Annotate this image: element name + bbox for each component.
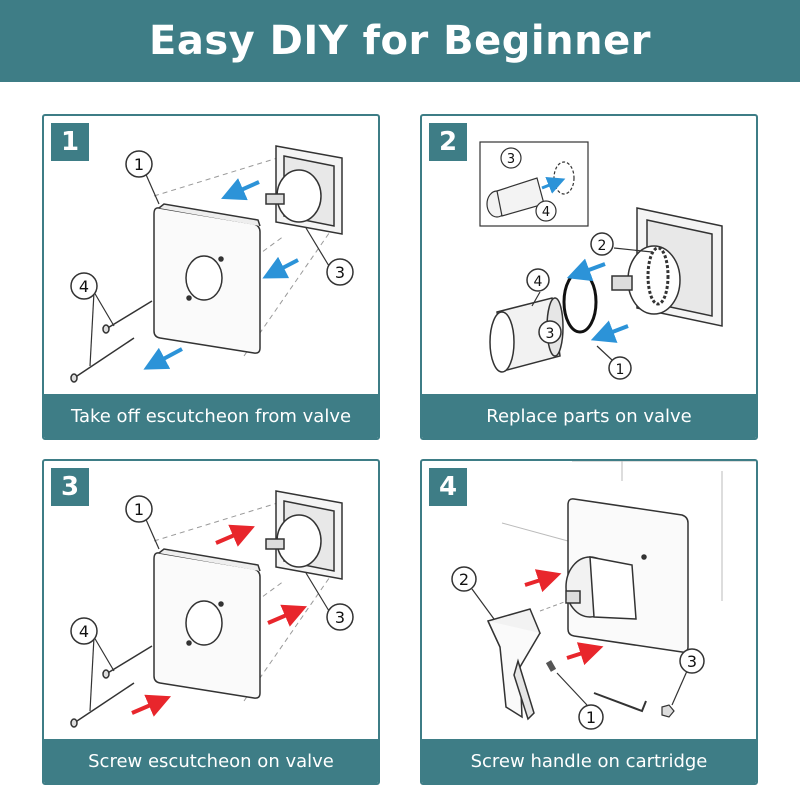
step-number-badge: 4: [429, 468, 467, 506]
step-number-badge: 3: [51, 468, 89, 506]
step-3-illustration: 1 3 4: [70, 490, 354, 728]
svg-text:2: 2: [598, 238, 607, 254]
valve-box: [265, 490, 343, 580]
svg-text:4: 4: [542, 205, 550, 220]
callout-3: 3: [305, 227, 354, 286]
step-caption: Replace parts on valve: [422, 394, 756, 438]
callout-2: 2: [451, 566, 495, 620]
callout-1: 1: [125, 495, 160, 550]
step-caption: Take off escutcheon from valve: [44, 394, 378, 438]
step-number-badge: 2: [429, 123, 467, 161]
screws: [70, 645, 153, 728]
callout-1: 1: [556, 672, 604, 730]
callout-3: 3: [538, 320, 562, 344]
step-2-illustration: 3 4 2: [479, 141, 723, 380]
svg-text:1: 1: [586, 708, 596, 727]
svg-text:1: 1: [134, 500, 144, 519]
step-panel-3: 3: [42, 459, 380, 785]
callout-3: 3: [671, 648, 705, 706]
step-number-badge: 1: [51, 123, 89, 161]
svg-text:4: 4: [79, 622, 89, 641]
step-caption: Screw handle on cartridge: [422, 739, 756, 783]
step-caption: Screw escutcheon on valve: [44, 739, 378, 783]
callout-1: 1: [125, 150, 160, 205]
escutcheon-plate: [153, 548, 261, 699]
svg-text:1: 1: [134, 155, 144, 174]
callout-4: 4: [70, 272, 115, 367]
screws: [70, 300, 153, 383]
callout-3: 3: [305, 572, 354, 631]
svg-text:3: 3: [335, 608, 345, 627]
valve-box: [265, 145, 343, 235]
cartridge-stem: [565, 556, 637, 620]
svg-text:3: 3: [507, 152, 515, 167]
install-arrows: [524, 569, 604, 666]
callout-4: 4: [526, 268, 550, 307]
hex-nut: [661, 704, 675, 718]
step-panel-1: 1: [42, 114, 380, 440]
page-title: Easy DIY for Beginner: [149, 18, 651, 64]
valve-box: [611, 207, 723, 327]
install-arrows: [131, 524, 308, 717]
step-4-illustration: 2 3 1: [451, 461, 756, 730]
replace-arrows: [566, 258, 629, 343]
step-1-illustration: 1 3 4: [70, 145, 354, 383]
svg-text:4: 4: [79, 277, 89, 296]
wall-background: [501, 461, 756, 601]
inset-detail-box: 3 4: [479, 141, 589, 227]
escutcheon-plate: [153, 203, 261, 354]
svg-text:4: 4: [534, 274, 543, 290]
svg-text:1: 1: [616, 362, 625, 378]
step-panel-4: 4: [420, 459, 758, 785]
o-ring: [562, 270, 598, 334]
callout-1: 1: [596, 345, 632, 380]
svg-text:3: 3: [335, 263, 345, 282]
svg-text:3: 3: [687, 652, 697, 671]
lever-handle: [486, 608, 541, 721]
callout-4: 4: [70, 617, 115, 712]
allen-key: [593, 692, 647, 713]
svg-text:3: 3: [546, 326, 555, 342]
svg-text:2: 2: [459, 570, 469, 589]
header-banner: Easy DIY for Beginner: [0, 0, 800, 82]
callout-2: 2: [590, 232, 653, 256]
step-panel-2: 2 3 4: [420, 114, 758, 440]
set-screw: [545, 660, 557, 672]
removal-arrows: [143, 178, 299, 370]
